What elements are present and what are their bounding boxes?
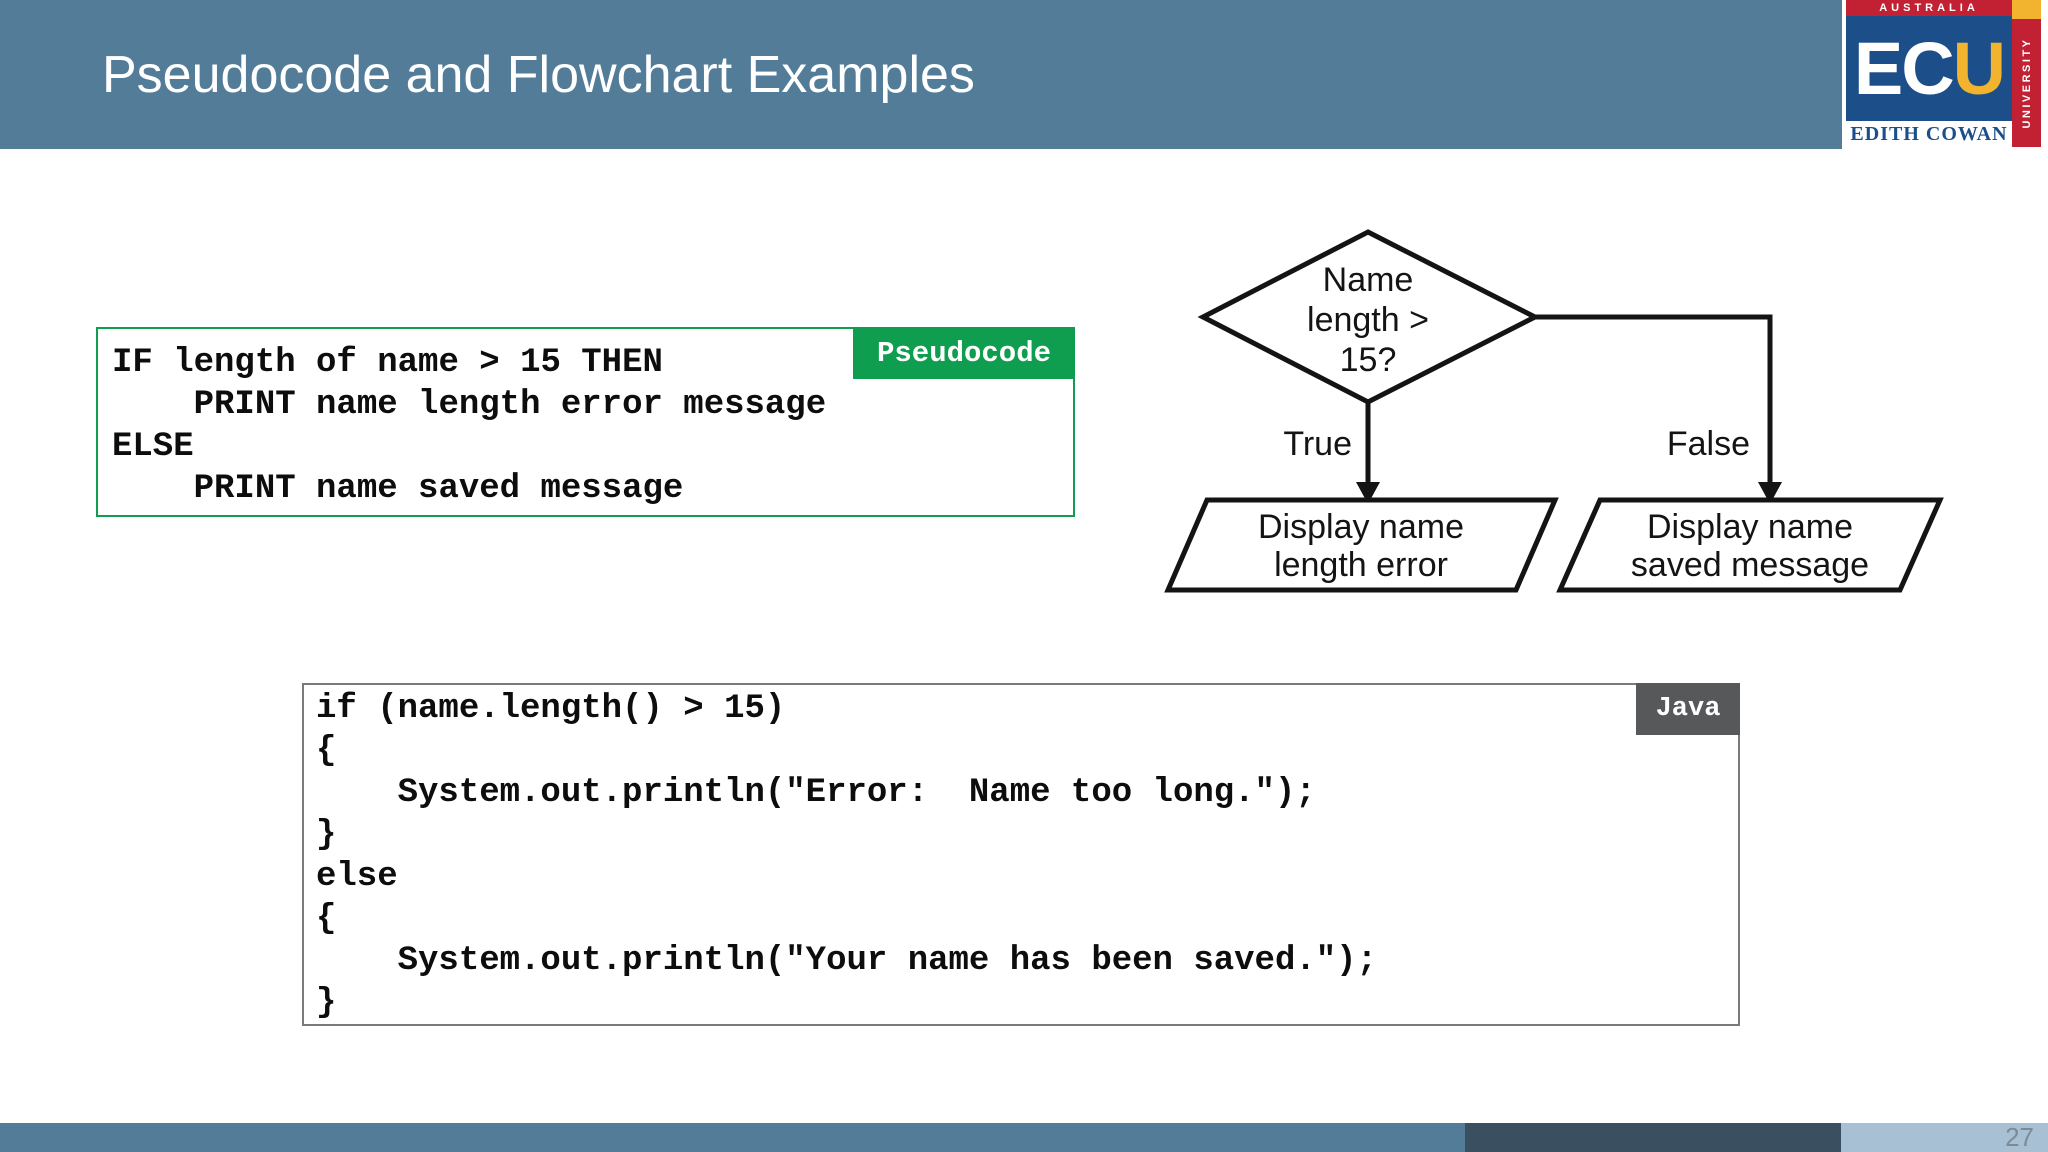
true-branch-label: True [1283,425,1352,463]
pseudocode-code: IF length of name > 15 THEN PRINT name l… [112,344,827,508]
footer-segment-light: 27 [1841,1122,2048,1152]
footer-segment-dark [1465,1123,1841,1152]
output-left-line1: Display name [1258,508,1464,546]
java-code: if (name.length() > 15) { System.out.pri… [316,690,1377,1022]
logo-yellow-square [2012,0,2041,19]
true-arrowhead-icon [1356,482,1380,504]
pseudocode-badge: Pseudocode [853,327,1075,379]
logo-university-label: UNIVERSITY [2020,37,2033,129]
flowchart: Name length > 15? True False Display nam… [1164,229,1944,593]
false-branch-line [1535,314,1773,486]
logo-acronym-ec: EC [1853,27,1955,110]
header-bar: Pseudocode and Flowchart Examples [0,0,2048,149]
page-number: 27 [2005,1122,2034,1152]
output-left-line2: length error [1274,546,1448,584]
footer-segment-blue [0,1123,1465,1152]
logo-university-banner: UNIVERSITY [2012,19,2041,147]
logo-australia-banner: AUSTRALIA [1846,0,2012,16]
page-title: Pseudocode and Flowchart Examples [102,45,975,104]
logo-acronym-u: U [1952,27,2006,110]
java-box: if (name.length() > 15) { System.out.pri… [302,683,1740,1026]
false-branch-label: False [1667,425,1750,463]
output-right-parallelogram [1556,497,1944,593]
decision-text-line2: length > [1307,301,1429,339]
output-right-line1: Display name [1647,508,1853,546]
output-left-parallelogram [1164,497,1559,593]
decision-text-line3: 15? [1340,341,1397,379]
decision-text-line1: Name [1323,261,1414,299]
output-right-line2: saved message [1631,546,1869,584]
false-arrowhead-icon [1758,482,1782,504]
decision-diamond [1197,229,1541,405]
java-badge: Java [1636,683,1740,735]
logo-edith-cowan-label: EDITH COWAN [1846,121,2012,147]
pseudocode-box: IF length of name > 15 THEN PRINT name l… [96,327,1075,517]
